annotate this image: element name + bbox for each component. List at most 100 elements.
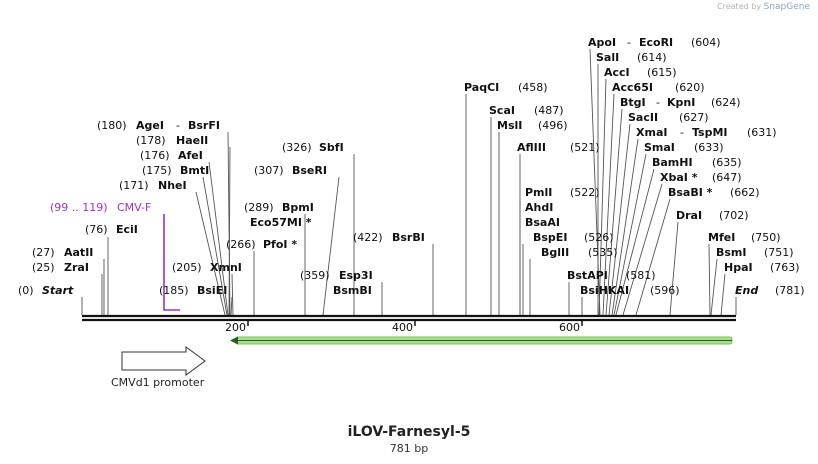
- site-eco57mi: Eco57MI *: [250, 216, 312, 229]
- site-pos-afei: (176): [140, 149, 170, 162]
- site-bsiei: BsiEI: [197, 284, 227, 297]
- leader-line-bmti: [202, 176, 228, 316]
- site-bsrbi: BsrBI: [392, 231, 425, 244]
- site-zrai: ZraI: [64, 261, 89, 274]
- site-pfoi: PfoI *: [263, 238, 297, 251]
- site-acci: AccI: [604, 66, 630, 79]
- start-pos: (0): [18, 284, 34, 297]
- site-bsmbi: BsmBI: [333, 284, 372, 297]
- site-pos-bsihkai: (596): [650, 284, 680, 297]
- site-agei: AgeI: [136, 119, 164, 132]
- site-bamhi: BamHI: [652, 156, 693, 169]
- leader-line-hpai: [720, 273, 726, 316]
- ruler-label-600: 600: [559, 321, 580, 334]
- leader-line-acc65i: [602, 93, 615, 316]
- site-ecii: EciI: [116, 223, 138, 236]
- map-title: iLOV-Farnesyl-5: [347, 424, 471, 440]
- site-bsaai: BsaAI: [525, 216, 560, 229]
- credit-prefix: Created by: [717, 2, 762, 11]
- plasmid-map: 200 400 600 CMVd1 promoter (0) Start End…: [18, 36, 805, 389]
- dash-agei: -: [176, 119, 180, 132]
- site-haeii: HaeII: [176, 134, 208, 147]
- site-nhei: NheI: [158, 179, 187, 192]
- site-mfei: MfeI: [708, 231, 735, 244]
- site-leader-lines: [81, 48, 737, 316]
- site-pos-msli: (496): [538, 119, 568, 132]
- leader-line-bsiei: [230, 296, 233, 316]
- leader-line-afei: [208, 161, 229, 316]
- leader-line-xbai: [622, 183, 663, 316]
- site-pos-afliii: (521): [570, 141, 600, 154]
- orf-arrowhead-icon: [230, 336, 238, 345]
- site-acc65i: Acc65I: [612, 81, 653, 94]
- site-sacii: SacII: [628, 111, 658, 124]
- site-pos-bspei: (526): [584, 231, 614, 244]
- site-xmai: XmaI: [636, 126, 667, 139]
- site-xmni: XmnI: [210, 261, 242, 274]
- credit-brand: SnapGene: [763, 2, 810, 12]
- end-label: End: [735, 284, 758, 297]
- site-sali: SalI: [596, 51, 619, 64]
- site-pos-bglii: (535): [588, 246, 618, 259]
- leader-line-xmai: [611, 138, 639, 316]
- primer-marker: [163, 214, 180, 311]
- site-pos-xmni: (205): [172, 261, 202, 274]
- leader-line-xmni: [231, 273, 234, 316]
- site-pos-hpai: (763): [770, 261, 800, 274]
- site-pos-drai: (702): [719, 209, 749, 222]
- site-pos-agei: (180): [97, 119, 127, 132]
- site-pos-acci: (615): [647, 66, 677, 79]
- site-pos-pmli: (522): [570, 186, 600, 199]
- dash-xmai: -: [680, 126, 684, 139]
- site-ahdi: AhdI: [525, 201, 553, 214]
- site-bsihkai: BsiHKAI: [580, 284, 629, 297]
- site-pos-sali: (614): [637, 51, 667, 64]
- leader-line-bsabi: [635, 198, 671, 316]
- site-pos-aatii: (27): [32, 246, 55, 259]
- ruler-label-400: 400: [392, 321, 413, 334]
- ruler-label-200: 200: [225, 321, 246, 334]
- feature-cmvd1-promoter: CMVd1 promoter: [111, 346, 206, 389]
- leader-line-acci: [598, 78, 607, 316]
- primer-cmv-f: [163, 214, 180, 311]
- site-bstapi: BstAPI: [567, 269, 608, 282]
- site-pos-btgi: (624): [711, 96, 741, 109]
- site-pos-acc65i: (620): [675, 81, 705, 94]
- site-hpai: HpaI: [724, 261, 753, 274]
- site-pos-esp3i: (359): [300, 269, 330, 282]
- leader-line-mfei: [708, 243, 711, 316]
- promoter-label: CMVd1 promoter: [111, 376, 205, 389]
- site-drai: DraI: [676, 209, 702, 222]
- leader-line-nhei: [195, 191, 226, 316]
- site-labels: (0) Start End (781) (99 .. 119) CMV-F (2…: [18, 36, 805, 297]
- site-pmli: PmlI: [525, 186, 552, 199]
- site-aatii: AatII: [64, 246, 93, 259]
- site-kpni: KpnI: [667, 96, 695, 109]
- sequence-backbone: 200 400 600: [82, 314, 736, 334]
- site-pos-ecii: (76): [85, 223, 108, 236]
- site-pos-scai: (487): [534, 104, 564, 117]
- leader-line-bseri: [322, 176, 340, 316]
- site-bsabi: BsaBI *: [668, 186, 713, 199]
- site-pos-zrai: (25): [32, 261, 55, 274]
- primer-name: CMV-F: [117, 201, 151, 214]
- site-pos-xbai: (647): [712, 171, 742, 184]
- site-pos-bsrbi: (422): [353, 231, 383, 244]
- site-btgi: BtgI: [620, 96, 646, 109]
- site-pos-haeii: (178): [136, 134, 166, 147]
- site-bsmi: BsmI: [716, 246, 747, 259]
- leader-line-btgi: [605, 108, 623, 316]
- site-scai: ScaI: [489, 104, 515, 117]
- site-pos-bsmi: (751): [764, 246, 794, 259]
- site-bsrfi: BsrFI: [188, 119, 220, 132]
- site-pos-bmti: (175): [142, 164, 172, 177]
- orf-arrow: [230, 336, 733, 345]
- site-bseri: BseRI: [292, 164, 327, 177]
- site-pos-bpmi: (289): [244, 201, 274, 214]
- site-pos-nhei: (171): [119, 179, 149, 192]
- site-pos-bamhi: (635): [712, 156, 742, 169]
- site-bpmi: BpmI: [282, 201, 314, 214]
- site-pos-bseri: (307): [254, 164, 284, 177]
- site-pos-apoi: (604): [691, 36, 721, 49]
- map-size: 781 bp: [389, 442, 429, 455]
